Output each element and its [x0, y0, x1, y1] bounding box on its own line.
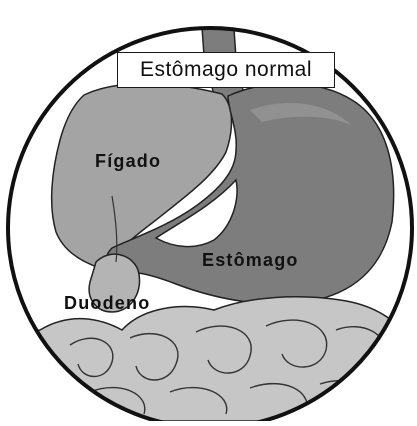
diagram-title: Estômago normal: [117, 52, 335, 88]
stomach-label: Estômago: [202, 250, 299, 271]
liver-label: Fígado: [95, 151, 161, 172]
intestines-shape: [0, 297, 410, 421]
duodenum-label: Duodeno: [64, 293, 150, 314]
